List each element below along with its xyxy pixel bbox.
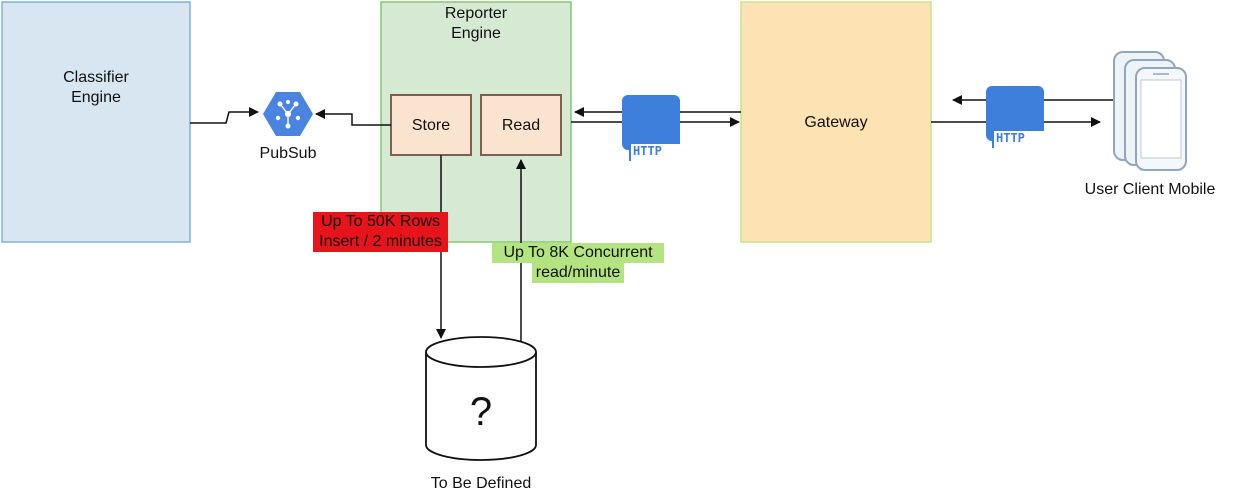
classifier-engine-label: Classifier Engine [2,68,190,108]
http-icon [622,95,684,162]
reporter-label-line2: Engine [451,25,501,42]
reporter-label-line1: Reporter [444,5,508,22]
http-icon [986,86,1047,149]
classifier-engine-box[interactable] [1,1,191,243]
read-box[interactable] [480,94,562,156]
mobile-label: User Client Mobile [1084,181,1216,198]
classifier-to-pubsub-edge [190,107,259,124]
http-label-right: HTTP [996,131,1025,145]
http-label-left: HTTP [633,144,662,158]
read-rate-line1: Up To 8K Concurrent [492,243,664,263]
read-rate-note: Up To 8K Concurrent read/minute [492,243,664,283]
write-rate-line2: Insert / 2 minutes [319,233,442,250]
database-cylinder-icon[interactable] [425,336,537,461]
write-rate-line1: Up To 50K Rows [321,213,440,230]
store-to-pubsub-edge [315,109,391,126]
read-label: Read [501,117,541,134]
read-rate-line2: read/minute [531,263,625,283]
database-label: To Be Defined [430,475,532,492]
gateway-box[interactable] [740,1,932,243]
pubsub-hexagon-icon [263,92,313,136]
mobile-devices-icon [1113,51,1187,171]
unknown-symbol: ? [469,390,493,434]
reporter-engine-label: Reporter Engine [381,4,571,44]
store-box[interactable] [390,94,472,156]
pubsub-label: PubSub [259,145,317,162]
classifier-label-line2: Engine [71,89,121,106]
gateway-label: Gateway [804,114,868,131]
classifier-label-line1: Classifier [63,69,129,86]
store-label: Store [411,117,451,134]
write-rate-note: Up To 50K Rows Insert / 2 minutes [313,212,448,252]
